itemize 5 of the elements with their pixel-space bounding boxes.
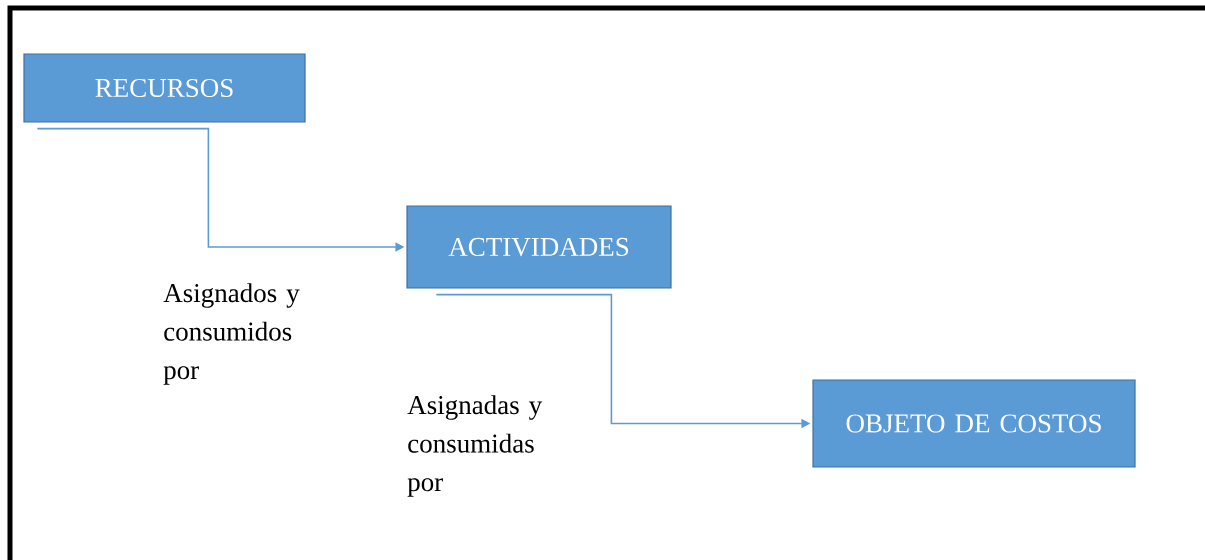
edge-caption: Asignados y consumidos por — [163, 283, 300, 385]
edge-caption: Asignadas y consumidas por — [407, 395, 543, 497]
process-box: OBJETO DE COSTOS — [812, 379, 1136, 468]
process-box: RECURSOS — [23, 53, 306, 123]
process-box: ACTIVIDADES — [406, 205, 672, 289]
